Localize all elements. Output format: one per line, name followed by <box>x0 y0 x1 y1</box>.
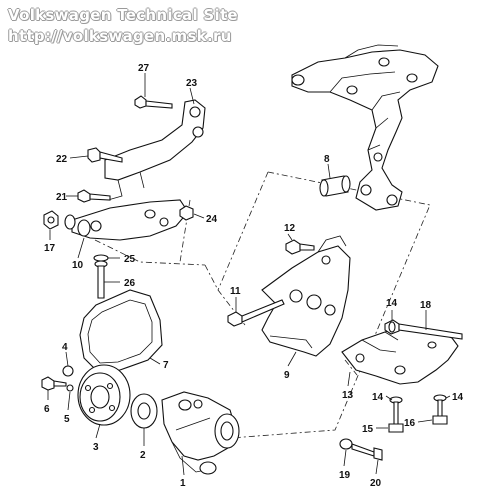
bolt-21 <box>77 189 111 203</box>
pump-bracket-9 <box>261 235 351 357</box>
callout-23: 23 <box>186 78 198 89</box>
callout-labels: 1 2 3 4 5 6 7 8 9 10 11 12 13 14 14 14 1… <box>44 63 464 489</box>
callout-14-mid: 14 <box>372 392 384 403</box>
callout-22: 22 <box>56 154 68 165</box>
tensioner-bracket <box>104 99 206 201</box>
callout-19: 19 <box>339 470 351 481</box>
nut-24 <box>179 205 194 221</box>
bolt-20 <box>339 438 383 461</box>
power-steering-pump-1 <box>161 391 240 475</box>
washer-5 <box>66 384 74 392</box>
callout-24: 24 <box>206 214 218 225</box>
callout-2: 2 <box>140 450 146 461</box>
callout-17: 17 <box>44 243 56 254</box>
callout-3: 3 <box>93 442 99 453</box>
callout-1: 1 <box>180 478 186 489</box>
callout-20: 20 <box>370 478 382 489</box>
bolt-26 <box>93 254 109 299</box>
bolt-4 <box>62 365 74 377</box>
washer-10 <box>64 214 91 237</box>
spacer-sleeve-8 <box>319 175 351 197</box>
bolt-15 <box>388 401 404 433</box>
watermark-url: http://volkswagen.msk.ru <box>8 27 232 45</box>
callout-14-right: 14 <box>452 392 464 403</box>
upper-mounting-bracket <box>291 44 439 211</box>
bolt-27 <box>134 95 173 109</box>
callout-5: 5 <box>64 414 70 425</box>
callout-9: 9 <box>284 370 290 381</box>
pulley-3 <box>77 364 131 426</box>
bolt-18 <box>384 319 463 340</box>
callout-12: 12 <box>284 223 296 234</box>
callout-6: 6 <box>44 404 50 415</box>
callout-11: 11 <box>230 286 241 297</box>
gasket-2 <box>130 393 158 429</box>
callout-26: 26 <box>124 278 136 289</box>
callout-8: 8 <box>324 154 330 165</box>
callout-14-top: 14 <box>386 298 398 309</box>
tension-plate <box>71 199 189 241</box>
callout-25: 25 <box>124 254 136 265</box>
callout-7: 7 <box>163 360 169 371</box>
leader-lines <box>47 73 451 476</box>
bolt-12 <box>285 239 315 255</box>
callout-18: 18 <box>420 300 432 311</box>
washer-14 <box>388 321 447 404</box>
watermark-title: Volkswagen Technical Site <box>8 6 238 24</box>
callout-21: 21 <box>56 192 68 203</box>
callout-10: 10 <box>72 260 84 271</box>
callout-4: 4 <box>62 342 68 353</box>
bolt-6 <box>41 376 67 391</box>
v-belt-7 <box>79 289 163 373</box>
callout-13: 13 <box>342 390 354 401</box>
callout-15: 15 <box>362 424 374 435</box>
callout-16: 16 <box>404 418 416 429</box>
bolt-22 <box>87 147 123 163</box>
nut-17 <box>43 210 59 230</box>
bolt-16 <box>432 399 448 425</box>
callout-27: 27 <box>138 63 150 74</box>
